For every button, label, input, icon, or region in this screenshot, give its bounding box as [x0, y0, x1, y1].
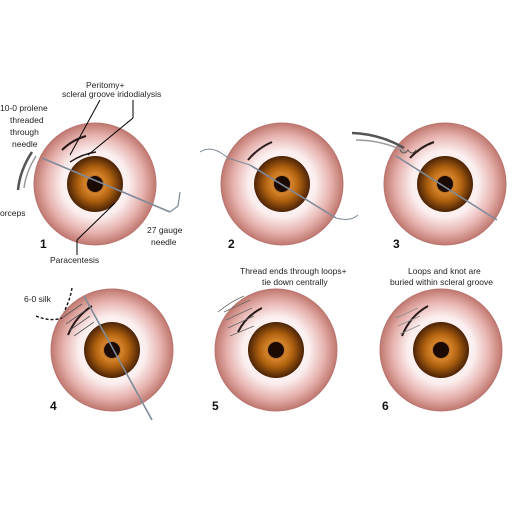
silk-label: 6-0 silk — [24, 294, 52, 304]
pupil — [437, 176, 453, 192]
needle — [395, 155, 498, 221]
forceps-tip — [351, 131, 405, 150]
panel-5: Thread ends through loops+ tie down cent… — [212, 266, 347, 413]
silk-suture — [35, 315, 63, 321]
paracentesis-label: Paracentesis — [50, 255, 99, 265]
suture-thread — [335, 214, 359, 220]
thread-ends — [217, 295, 245, 313]
suture-loop — [399, 149, 417, 154]
panel-3: 3 — [351, 122, 507, 251]
forceps-tip — [16, 151, 34, 191]
panel-number: 6 — [382, 399, 389, 413]
thread-label: Thread ends through loops+ — [240, 266, 347, 276]
prolene-label: 10-0 prolene — [0, 103, 48, 113]
panel-number: 3 — [393, 237, 400, 251]
pupil — [433, 342, 449, 358]
prolene-label: through — [10, 127, 39, 137]
needle — [249, 164, 337, 219]
scleral-groove — [61, 135, 87, 151]
peritomy-label: scleral groove iridodialysis — [62, 89, 161, 99]
silk-suture — [63, 287, 73, 313]
panel-4: 6-0 silk 4 — [24, 287, 174, 421]
panel-number: 2 — [228, 237, 235, 251]
pupil — [87, 176, 103, 192]
scleral-groove — [247, 141, 273, 161]
leader-line — [87, 117, 134, 156]
needle — [83, 295, 153, 421]
forceps-label: orceps — [0, 208, 26, 218]
panel-1: Peritomy+ scleral groove iridodialysis 1… — [0, 80, 183, 265]
leader-line — [69, 99, 101, 156]
iridodialysis-groove — [69, 151, 97, 163]
forceps-tip — [355, 139, 407, 153]
scleral-groove — [67, 305, 93, 336]
leader-line — [76, 202, 116, 241]
forceps-tip — [23, 155, 37, 189]
prolene-label: threaded — [10, 115, 44, 125]
panel-number: 4 — [50, 399, 57, 413]
needle-label: needle — [151, 237, 177, 247]
panel-6: Loops and knot are buried within scleral… — [379, 266, 503, 413]
prolene-label: needle — [12, 139, 38, 149]
pupil — [268, 342, 284, 358]
suture-loops — [61, 303, 95, 337]
needle-hub-tail — [177, 191, 181, 207]
suture-loops — [223, 299, 255, 337]
peritomy-label: Peritomy+ — [86, 80, 125, 90]
loops-label: Loops and knot are — [408, 266, 481, 276]
needle-label: 27 gauge — [147, 225, 183, 235]
needle-hub — [169, 205, 179, 213]
panel-number: 1 — [40, 237, 47, 251]
loops-label: buried within scleral groove — [390, 277, 493, 287]
scleral-groove — [237, 307, 263, 333]
pupil — [104, 342, 120, 358]
panel-2: 2 — [199, 122, 359, 251]
scleral-groove — [409, 141, 435, 159]
panel-number: 5 — [212, 399, 219, 413]
suture-thread — [199, 148, 251, 166]
thread-label: tie down centrally — [262, 277, 328, 287]
needle — [41, 157, 171, 213]
buried-loops — [395, 307, 421, 335]
